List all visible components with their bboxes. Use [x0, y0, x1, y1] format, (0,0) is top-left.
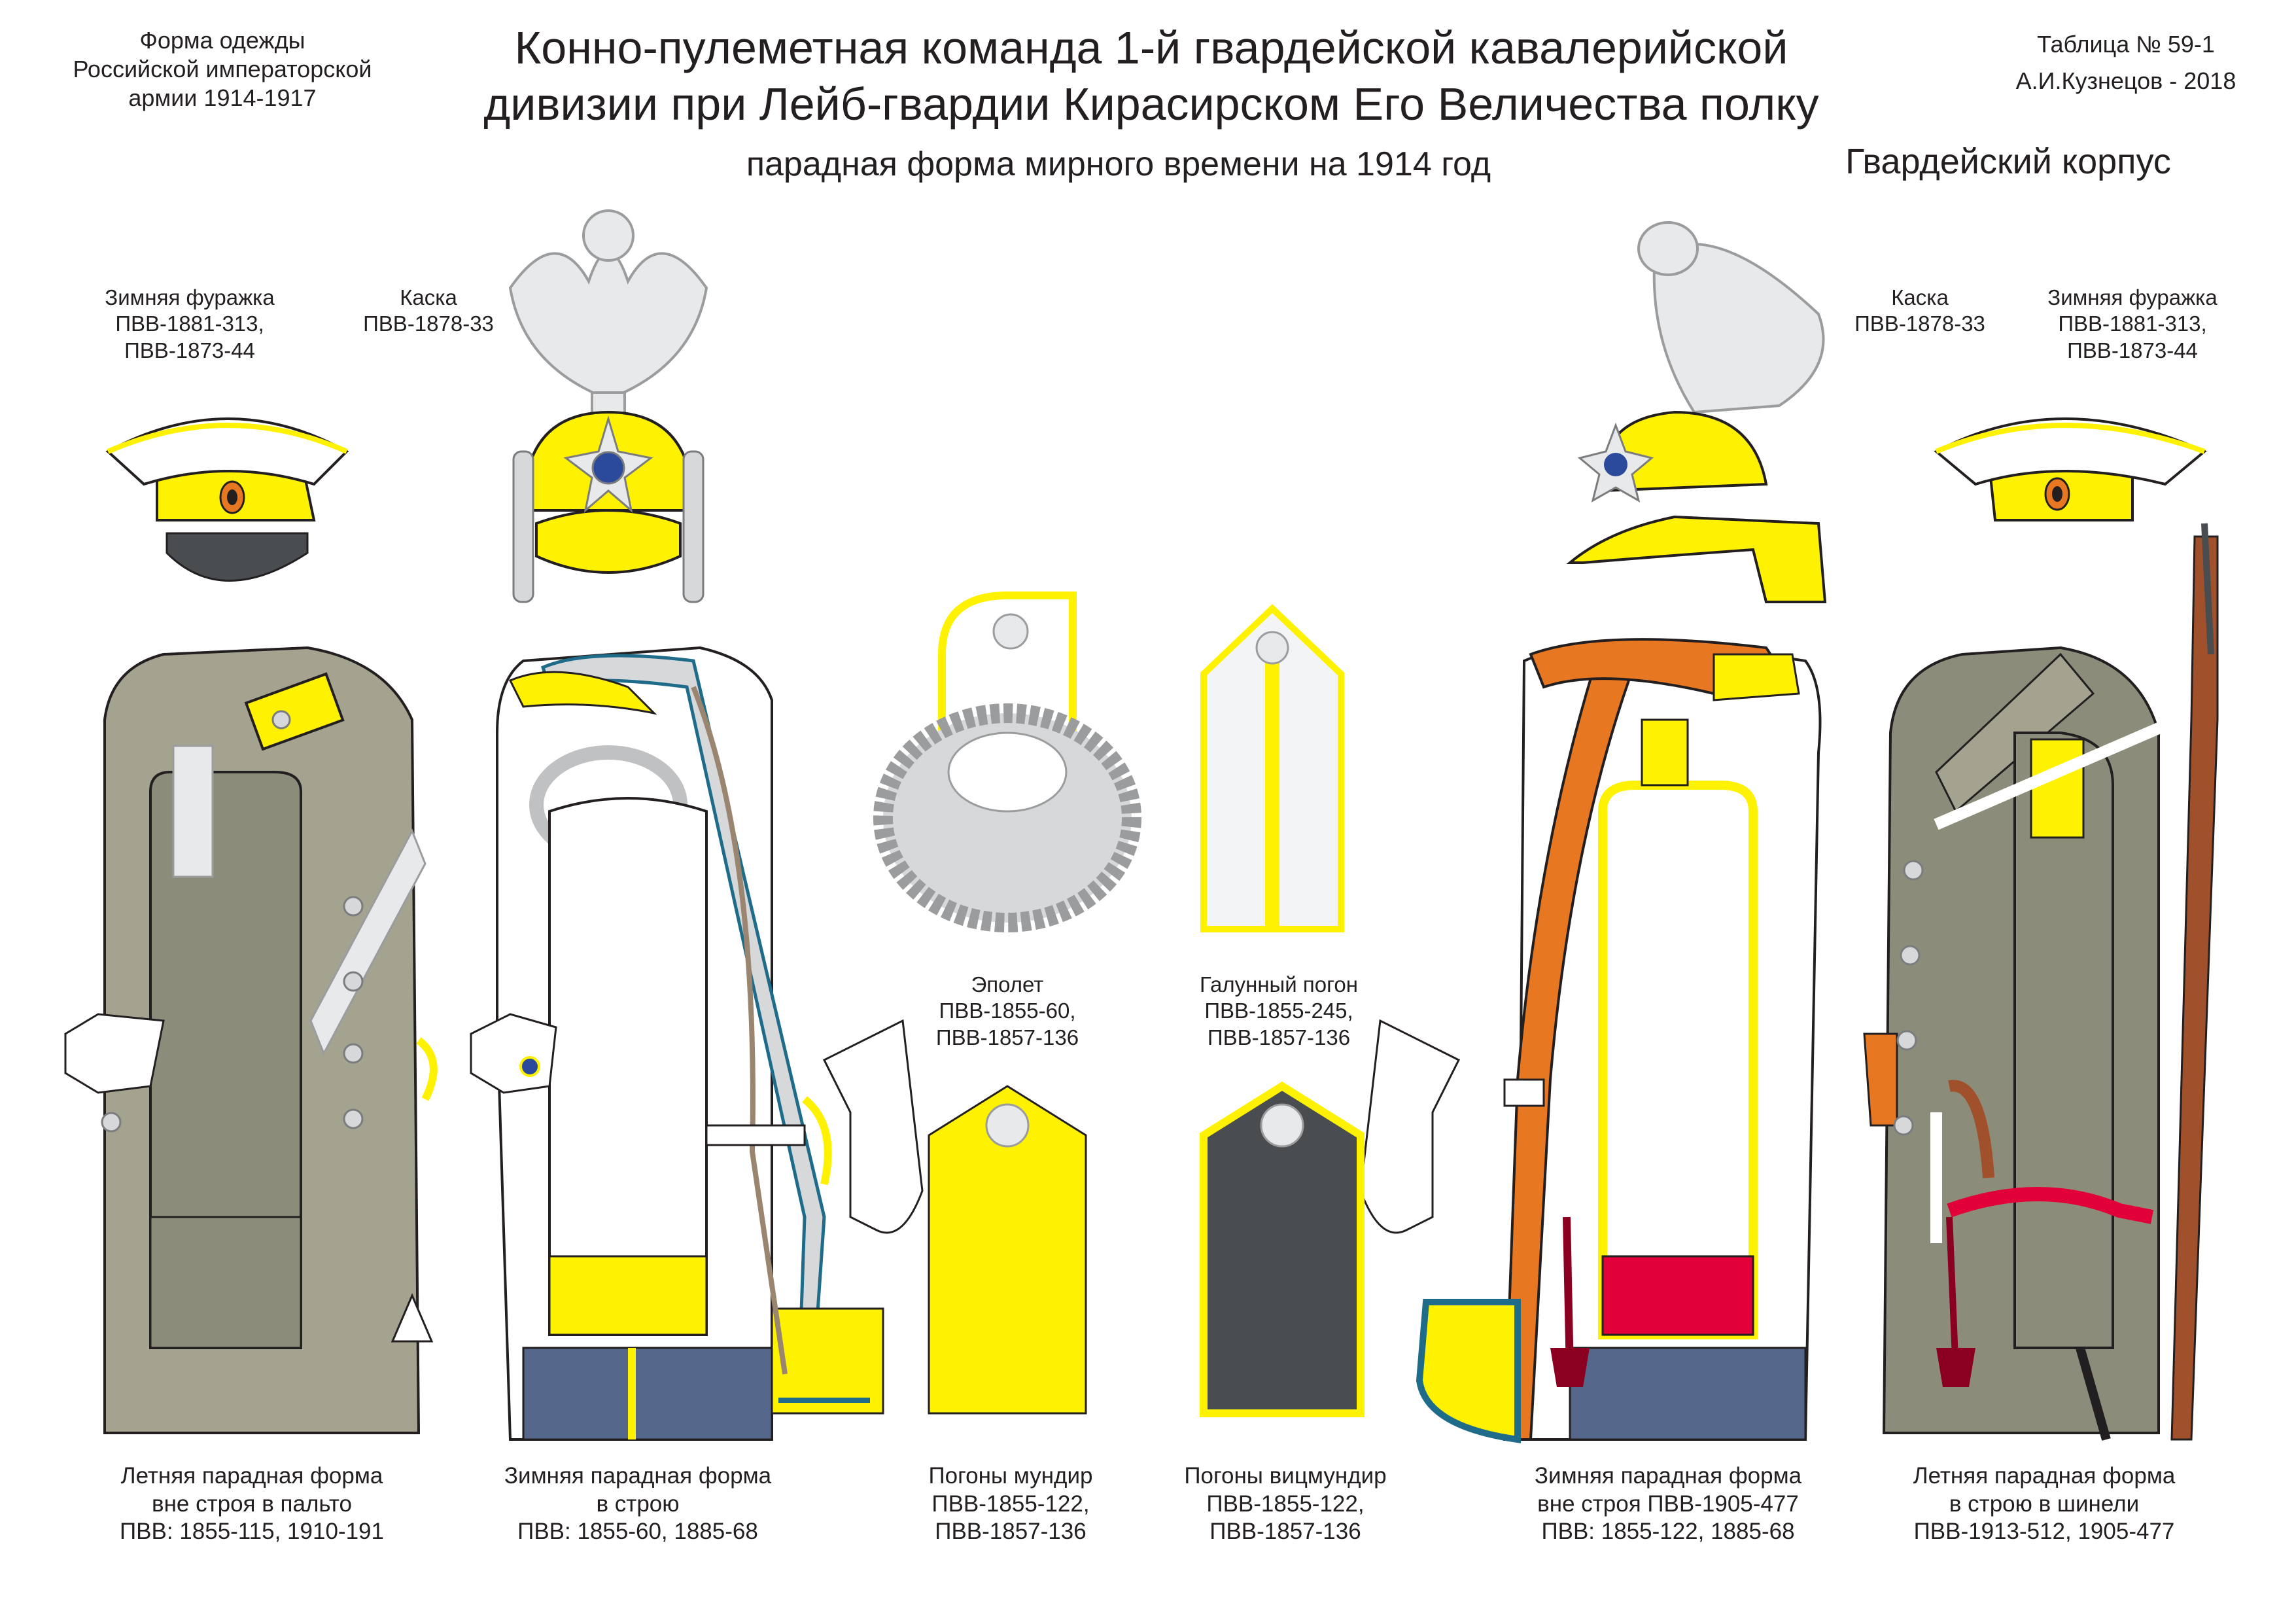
- caption-winter-in-ranks: Зимняя парадная форма в строю ПВВ: 1855-…: [471, 1462, 805, 1546]
- caption-line: ПВВ-1857-136: [935, 1519, 1087, 1545]
- caption-line: в строю в шинели: [1949, 1491, 2140, 1517]
- caption-line: ПВВ-1913-512, 1905-477: [1913, 1519, 2175, 1545]
- eagle-crown-icon: [1637, 221, 1699, 276]
- caption-boards-vicmundir: Погоны вицмундир ПВВ-1855-122, ПВВ-1857-…: [1155, 1462, 1416, 1546]
- label-line: Зимняя фуражка: [105, 285, 275, 309]
- label-line: Зимняя фуражка: [2047, 285, 2218, 309]
- label-cap-right: Зимняя фуражка ПВВ-1881-313, ПВВ-1873-44: [2002, 285, 2263, 364]
- winter-cap-left: [105, 417, 349, 582]
- page-subtitle: парадная форма мирного времени на 1914 г…: [746, 145, 1491, 183]
- caption-line: Летняя парадная форма: [120, 1463, 383, 1489]
- caption-line: ПВВ-1855-122,: [931, 1491, 1090, 1517]
- header-left-line: армии 1914-1917: [128, 84, 317, 111]
- label-line: ПВВ-1881-313,: [2058, 311, 2207, 336]
- header-left-line: Форма одежды: [139, 27, 305, 54]
- eagle-button-icon: [985, 1103, 1030, 1148]
- eagle-crown-icon: [582, 209, 635, 262]
- epaulette: [873, 591, 1141, 932]
- label-line: ПВВ-1857-136: [1207, 1025, 1351, 1050]
- header-left-line: Российской императорской: [73, 55, 372, 82]
- summer-coat-left: [64, 646, 438, 1434]
- label-line: Каска: [400, 285, 457, 309]
- page-title-line: дивизии при Лейб-гвардии Кирасирском Его…: [483, 79, 1819, 130]
- caption-summer-coat: Летняя парадная форма вне строя в пальто…: [78, 1462, 425, 1546]
- caption-winter-off-duty: Зимняя парадная форма вне строя ПВВ-1905…: [1485, 1462, 1851, 1546]
- label-line: ПВВ-1857-136: [935, 1025, 1079, 1050]
- caption-line: ПВВ-1855-122,: [1206, 1491, 1365, 1517]
- caption-line: вне строя в пальто: [151, 1491, 352, 1517]
- label-line: ПВВ-1855-60,: [939, 998, 1076, 1023]
- caption-line: Зимняя парадная форма: [504, 1463, 772, 1489]
- caption-line: ПВВ-1857-136: [1209, 1519, 1361, 1545]
- label-helmet-left: Каска ПВВ-1878-33: [340, 285, 517, 338]
- eagle-button-icon: [992, 613, 1029, 650]
- table-number: Таблица № 59-1: [2037, 31, 2215, 58]
- label-line: ПВВ-1855-245,: [1204, 998, 1353, 1023]
- corps-name: Гвардейский корпус: [1845, 142, 2171, 181]
- caption-line: ПВВ: 1855-122, 1885-68: [1541, 1519, 1795, 1545]
- shoulder-board-mundir: [928, 1085, 1087, 1415]
- caption-summer-greatcoat: Летняя парадная форма в строю в шинели П…: [1871, 1462, 2218, 1546]
- winter-cap-right: [1934, 417, 2207, 521]
- label-helmet-right: Каска ПВВ-1878-33: [1832, 285, 2008, 338]
- label-galloon: Галунный погон ПВВ-1855-245, ПВВ-1857-13…: [1155, 972, 1403, 1051]
- page-title-line: Конно-пулеметная команда 1-й гвардейской…: [514, 22, 1788, 73]
- label-line: Каска: [1891, 285, 1949, 309]
- caption-line: ПВВ: 1855-115, 1910-191: [120, 1519, 384, 1545]
- label-cap-left: Зимняя фуражка ПВВ-1881-313, ПВВ-1873-44: [62, 285, 317, 364]
- label-line: Эполет: [971, 972, 1044, 997]
- eagle-button-icon: [1255, 631, 1289, 665]
- header-right-block: Таблица № 59-1 А.И.Кузнецов - 2018: [1982, 26, 2270, 99]
- shoulder-board-vicmundir: [1200, 1081, 1365, 1417]
- winter-uniform-right: [1416, 638, 1822, 1443]
- eagle-button-icon: [1260, 1103, 1304, 1148]
- label-line: ПВВ-1873-44: [124, 338, 255, 362]
- caption-line: ПВВ: 1855-60, 1885-68: [517, 1519, 758, 1545]
- caption-line: вне строя ПВВ-1905-477: [1537, 1491, 1799, 1517]
- label-epaulette: Эполет ПВВ-1855-60, ПВВ-1857-136: [883, 972, 1132, 1051]
- header-left-block: Форма одежды Российской императорской ар…: [26, 26, 419, 113]
- winter-uniform-left: [470, 646, 884, 1441]
- page-title: Конно-пулеметная команда 1-й гвардейской…: [366, 20, 1936, 132]
- helmet-left: [508, 209, 708, 603]
- gloves: [822, 1019, 1461, 1234]
- label-line: Галунный погон: [1199, 972, 1358, 997]
- summer-greatcoat-right: [1863, 523, 2219, 1441]
- label-line: ПВВ-1881-313,: [115, 311, 264, 336]
- helmet-right: [1566, 221, 1827, 603]
- label-line: ПВВ-1878-33: [1854, 311, 1985, 336]
- galloon-shoulder-board: [1200, 604, 1344, 932]
- caption-line: Зимняя парадная форма: [1534, 1463, 1802, 1489]
- author-year: А.И.Кузнецов - 2018: [2015, 67, 2236, 94]
- caption-line: Летняя парадная форма: [1913, 1463, 2176, 1489]
- caption-boards-mundir: Погоны мундир ПВВ-1855-122, ПВВ-1857-136: [886, 1462, 1135, 1546]
- label-line: ПВВ-1878-33: [363, 311, 494, 336]
- caption-line: Погоны вицмундир: [1184, 1463, 1387, 1489]
- label-line: ПВВ-1873-44: [2067, 338, 2198, 362]
- caption-line: в строю: [596, 1491, 680, 1517]
- caption-line: Погоны мундир: [928, 1463, 1093, 1489]
